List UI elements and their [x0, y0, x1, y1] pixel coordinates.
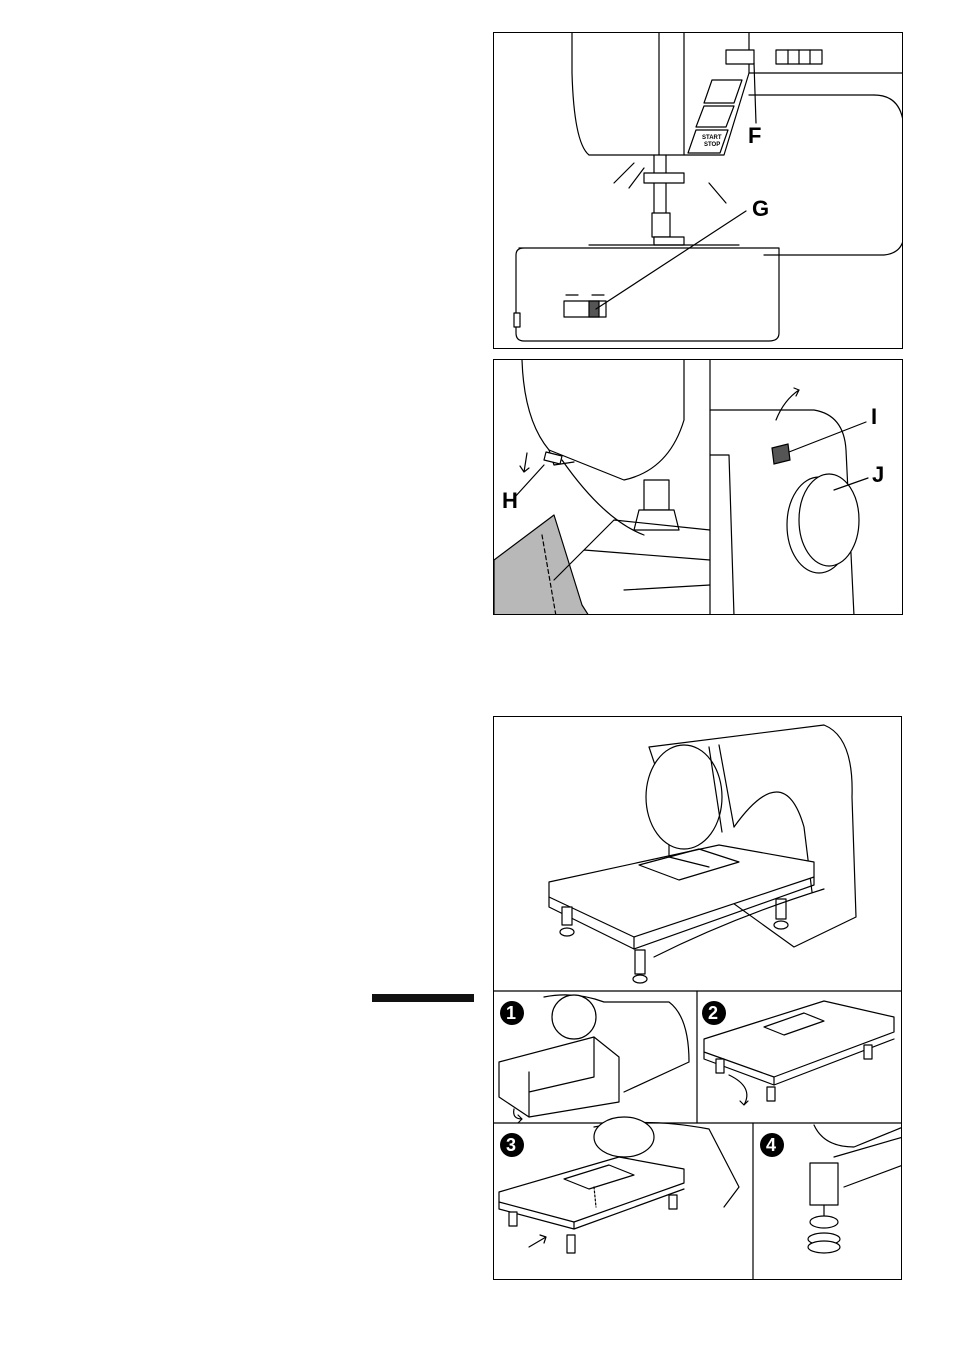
- step-3: 3: [499, 1117, 739, 1253]
- callout-h: H: [502, 488, 518, 513]
- thread-cutter-button: [726, 50, 754, 64]
- handwheel: [799, 474, 859, 566]
- callout-g: G: [752, 196, 769, 221]
- main-view-machine: [549, 725, 856, 983]
- thread-lever: [772, 444, 790, 464]
- figure-extension-table: 1 2 3: [493, 716, 902, 1280]
- figure-presser-foot-lever: H I J: [493, 359, 903, 615]
- step-2-number: 2: [708, 1003, 718, 1023]
- start-stop-label-start: START: [702, 135, 722, 141]
- step-1: 1: [499, 995, 689, 1123]
- step-4-number: 4: [766, 1135, 776, 1155]
- adjustable-leg: [810, 1163, 838, 1205]
- leg-adjust-foot: [808, 1241, 840, 1253]
- step-1-number: 1: [506, 1003, 516, 1023]
- illustration-machine-head-front: START STOP F G: [494, 33, 903, 349]
- callout-i: I: [871, 404, 877, 429]
- illustration-extension-table: 1 2 3: [494, 717, 902, 1280]
- step-3-number: 3: [506, 1135, 516, 1155]
- feed-dog-switch: [564, 301, 606, 317]
- illustration-lever-and-handwheel: H I J: [494, 360, 903, 615]
- step-2: 2: [702, 1001, 894, 1105]
- section-rule: [372, 994, 474, 1002]
- callout-f: F: [748, 123, 761, 148]
- start-stop-label-stop: STOP: [704, 142, 720, 148]
- figure-needle-buttons: START STOP F G: [493, 32, 903, 349]
- callout-j: J: [872, 462, 884, 487]
- step-4: 4: [760, 1125, 902, 1253]
